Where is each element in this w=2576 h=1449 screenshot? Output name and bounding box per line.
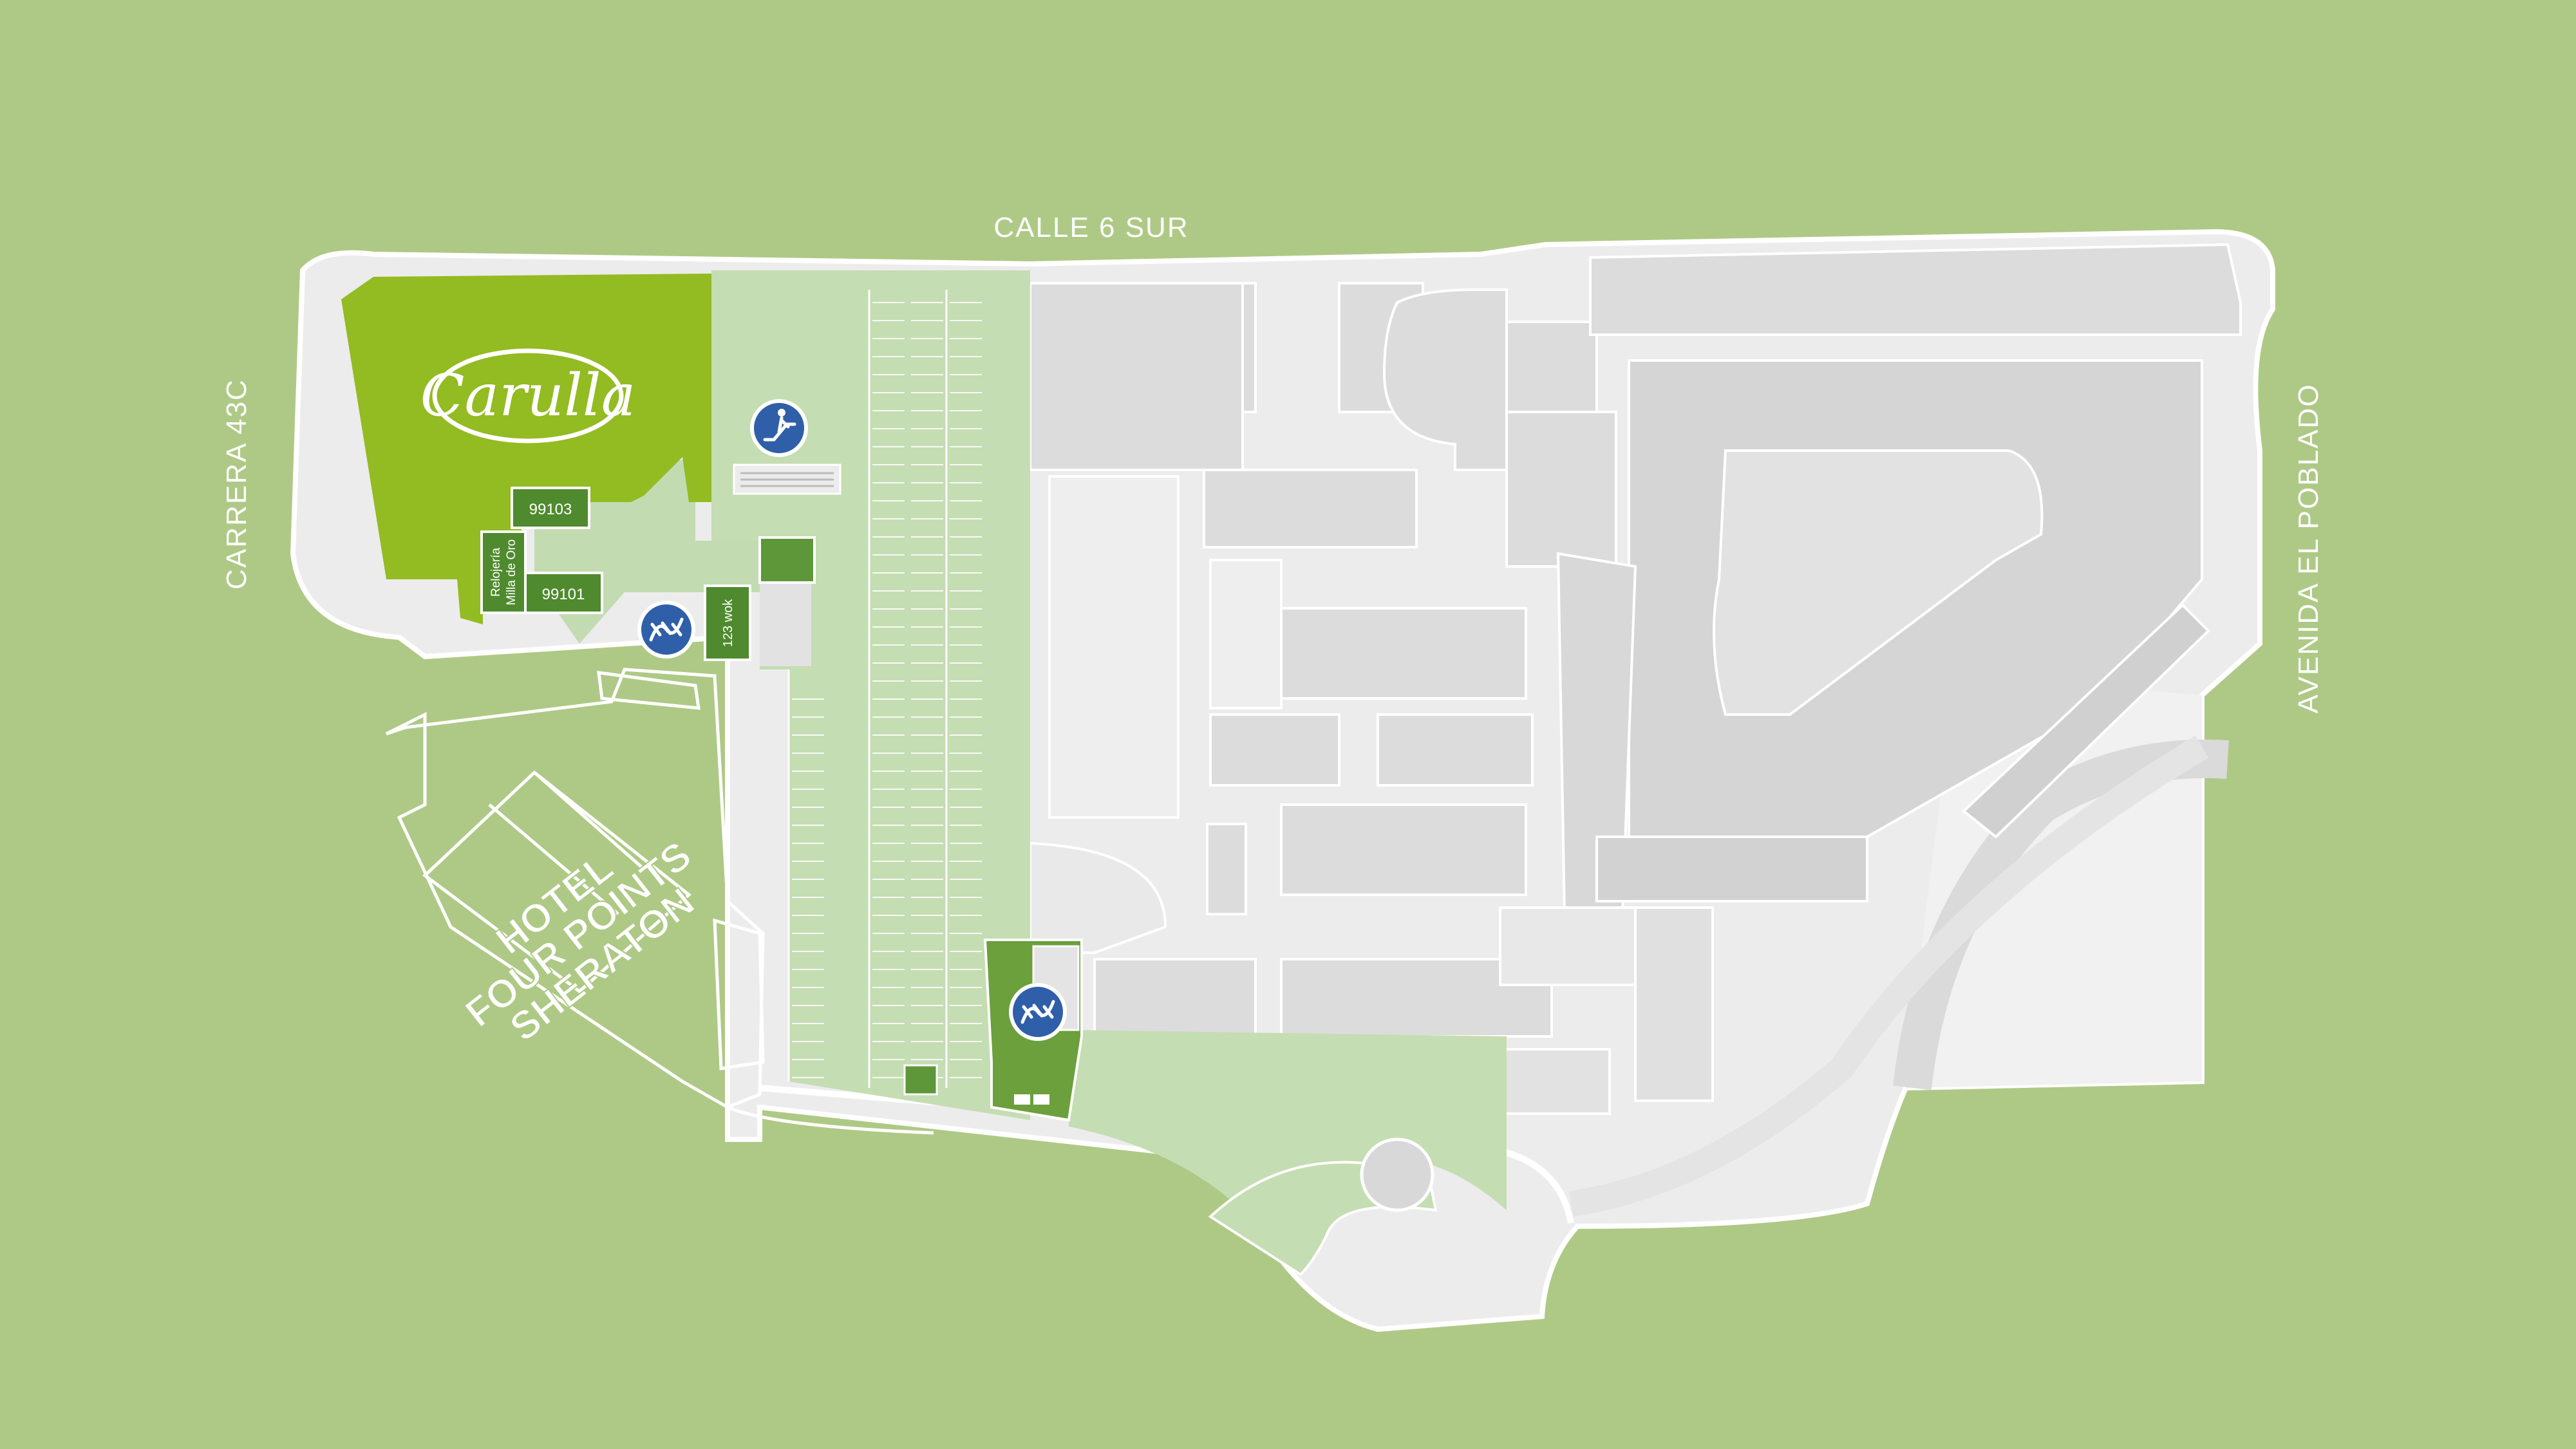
escalator-icon[interactable] xyxy=(750,399,808,457)
svg-text:Relojería: Relojería xyxy=(489,548,503,597)
carulla-logo-oval xyxy=(432,348,624,444)
carulla-logo-text: Carulla xyxy=(420,362,636,429)
store-99103[interactable]: 99103 xyxy=(511,487,590,529)
street-label-east: AVENIDA EL POBLADO xyxy=(2293,384,2324,714)
ramp-icon[interactable] xyxy=(637,601,695,659)
ramp-icon[interactable] xyxy=(1009,983,1067,1041)
inner-plaza xyxy=(1048,475,1283,819)
hotel-label: HOTEL FOUR POINTS SHERATON xyxy=(456,832,703,1051)
store-relojeria-milla-de-oro[interactable]: Relojería Milla de Oro xyxy=(480,530,527,614)
escalator-strip xyxy=(733,463,841,495)
svg-text:99101: 99101 xyxy=(542,586,585,603)
store-123-wok[interactable]: 123 wok xyxy=(704,584,751,661)
plaza-curve xyxy=(1029,841,1167,954)
street-label-north: CALLE 6 SUR xyxy=(993,212,1189,243)
street-label-west: CARRERA 43C xyxy=(221,379,252,590)
carulla-store[interactable]: Carulla xyxy=(341,274,711,624)
svg-text:99103: 99103 xyxy=(529,501,572,518)
green-kiosk xyxy=(758,536,816,584)
store-99101[interactable]: 99101 xyxy=(523,572,603,614)
buildings xyxy=(1029,243,2242,1115)
svg-text:Milla de Oro: Milla de Oro xyxy=(505,539,518,605)
hotel-four-points-sheraton xyxy=(385,668,934,1135)
svg-text:123 wok: 123 wok xyxy=(721,599,735,647)
